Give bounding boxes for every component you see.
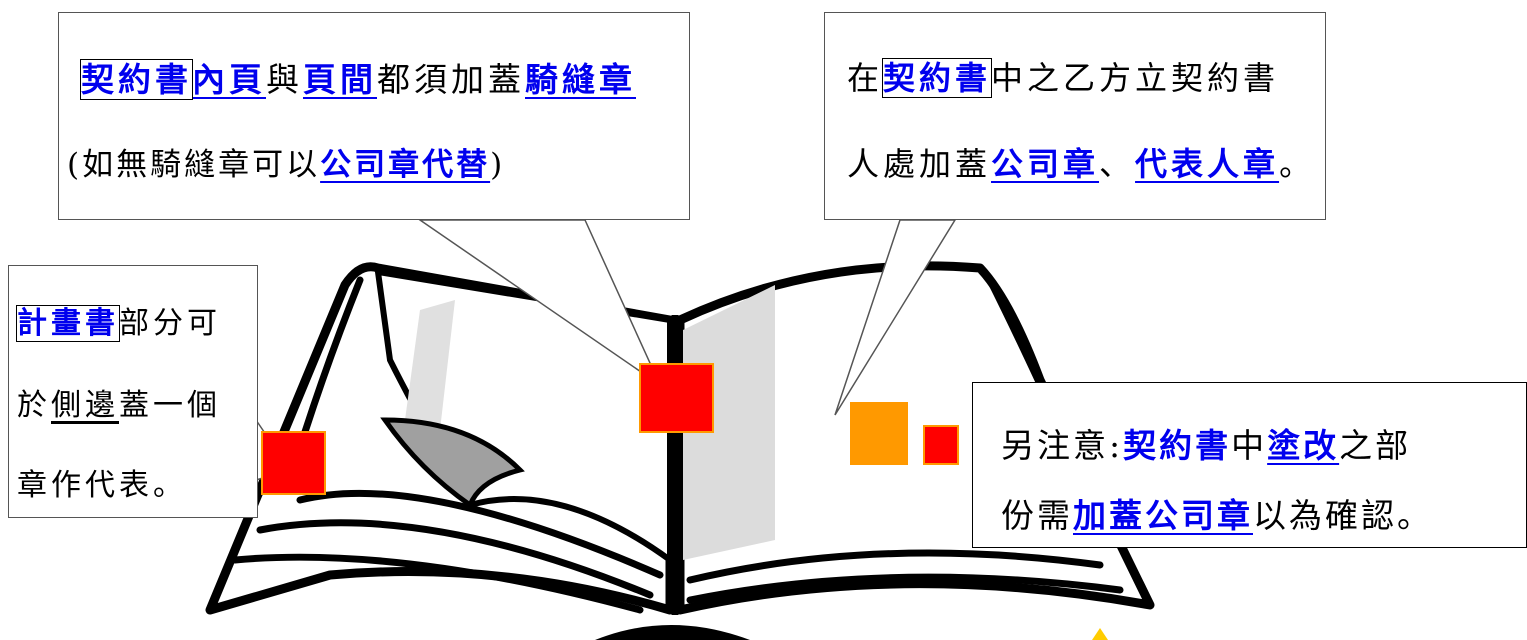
keyword-text: 塗改 [1267, 426, 1340, 465]
callout-top-right-pointer [834, 219, 957, 416]
text-segment: 都須加蓋 [377, 60, 525, 99]
text-segment: (如無騎縫章可以 [67, 147, 321, 183]
text-segment: 以為確認。 [1253, 496, 1433, 535]
callout-bottom-right-line-2: 份需加蓋公司章以為確認。 [1001, 489, 1433, 537]
callout-party-b-stamps: 在契約書中之乙方立契約書 人處加蓋公司章、代表人章。 [824, 12, 1326, 220]
keyword-text: 代表人章 [1135, 145, 1280, 183]
text-segment: 另注意: [1001, 426, 1124, 465]
keyword-text: 契約書 [882, 58, 993, 98]
keyword-text: 騎縫章 [525, 60, 636, 99]
stamp-marker-right-small [923, 425, 959, 465]
callout-top-right-line-2: 人處加蓋公司章、代表人章。 [847, 139, 1315, 185]
stamp-marker-center [639, 363, 714, 433]
callout-top-left-pointer [417, 219, 662, 388]
stamp-marker-left [261, 431, 326, 495]
text-segment: 。 [1279, 145, 1316, 183]
callout-bottom-right-line-1: 另注意:契約書中塗改之部 [1001, 419, 1411, 467]
text-segment: ) [490, 147, 506, 183]
curled-page-fold [380, 417, 525, 509]
callout-left-line-3: 章作代表。 [17, 460, 187, 504]
keyword-text: 內頁 [192, 60, 266, 99]
callout-top-left-line-1: 契約書內頁與頁間都須加蓋騎縫章 [80, 53, 636, 101]
callout-top-left-line-2: (如無騎縫章可以公司章代替) [67, 139, 505, 184]
keyword-text: 計畫書 [16, 305, 120, 342]
page-shadow-left [405, 300, 455, 430]
text-segment: 於 [17, 388, 51, 423]
text-segment: 份需 [1001, 496, 1073, 535]
yellow-accent-mark [1092, 628, 1108, 640]
book-bottom-base [595, 625, 750, 640]
callout-proposal-side-stamp: 計畫書部分可 於側邊蓋一個 章作代表。 [8, 265, 258, 518]
keyword-text: 契約書 [80, 59, 193, 100]
text-segment: 蓋一個 [119, 388, 221, 423]
page-shadow-center [683, 285, 775, 560]
book-left-inner-lines [231, 276, 664, 614]
text-segment: 之部 [1339, 426, 1412, 465]
text-segment: 、 [1099, 145, 1136, 183]
keyword-text: 公司章 [991, 145, 1100, 183]
text-segment: 部分可 [119, 306, 221, 341]
keyword-text: 頁間 [303, 60, 377, 99]
callout-alterations-note: 另注意:契約書中塗改之部 份需加蓋公司章以為確認。 [972, 382, 1527, 548]
text-segment: 中 [1231, 426, 1268, 465]
keyword-text: 契約書 [1123, 426, 1232, 465]
text-segment: 章作代表。 [17, 468, 187, 503]
text-segment: 人處加蓋 [847, 145, 992, 183]
text-segment: 中之乙方立契約書 [991, 59, 1280, 97]
stamp-marker-right-large [850, 402, 908, 465]
callout-left-line-1: 計畫書部分可 [16, 298, 221, 342]
keyword-text: 公司章代替 [320, 147, 491, 183]
keyword-text: 加蓋公司章 [1073, 496, 1253, 535]
callout-left-line-2: 於側邊蓋一個 [17, 380, 221, 424]
callout-contract-inner-pages: 契約書內頁與頁間都須加蓋騎縫章 (如無騎縫章可以公司章代替) [58, 12, 690, 220]
text-segment: 與 [266, 60, 303, 99]
text-segment: 側邊 [51, 388, 119, 423]
text-segment: 在 [847, 59, 884, 97]
callout-top-right-line-1: 在契約書中之乙方立契約書 [847, 53, 1279, 99]
